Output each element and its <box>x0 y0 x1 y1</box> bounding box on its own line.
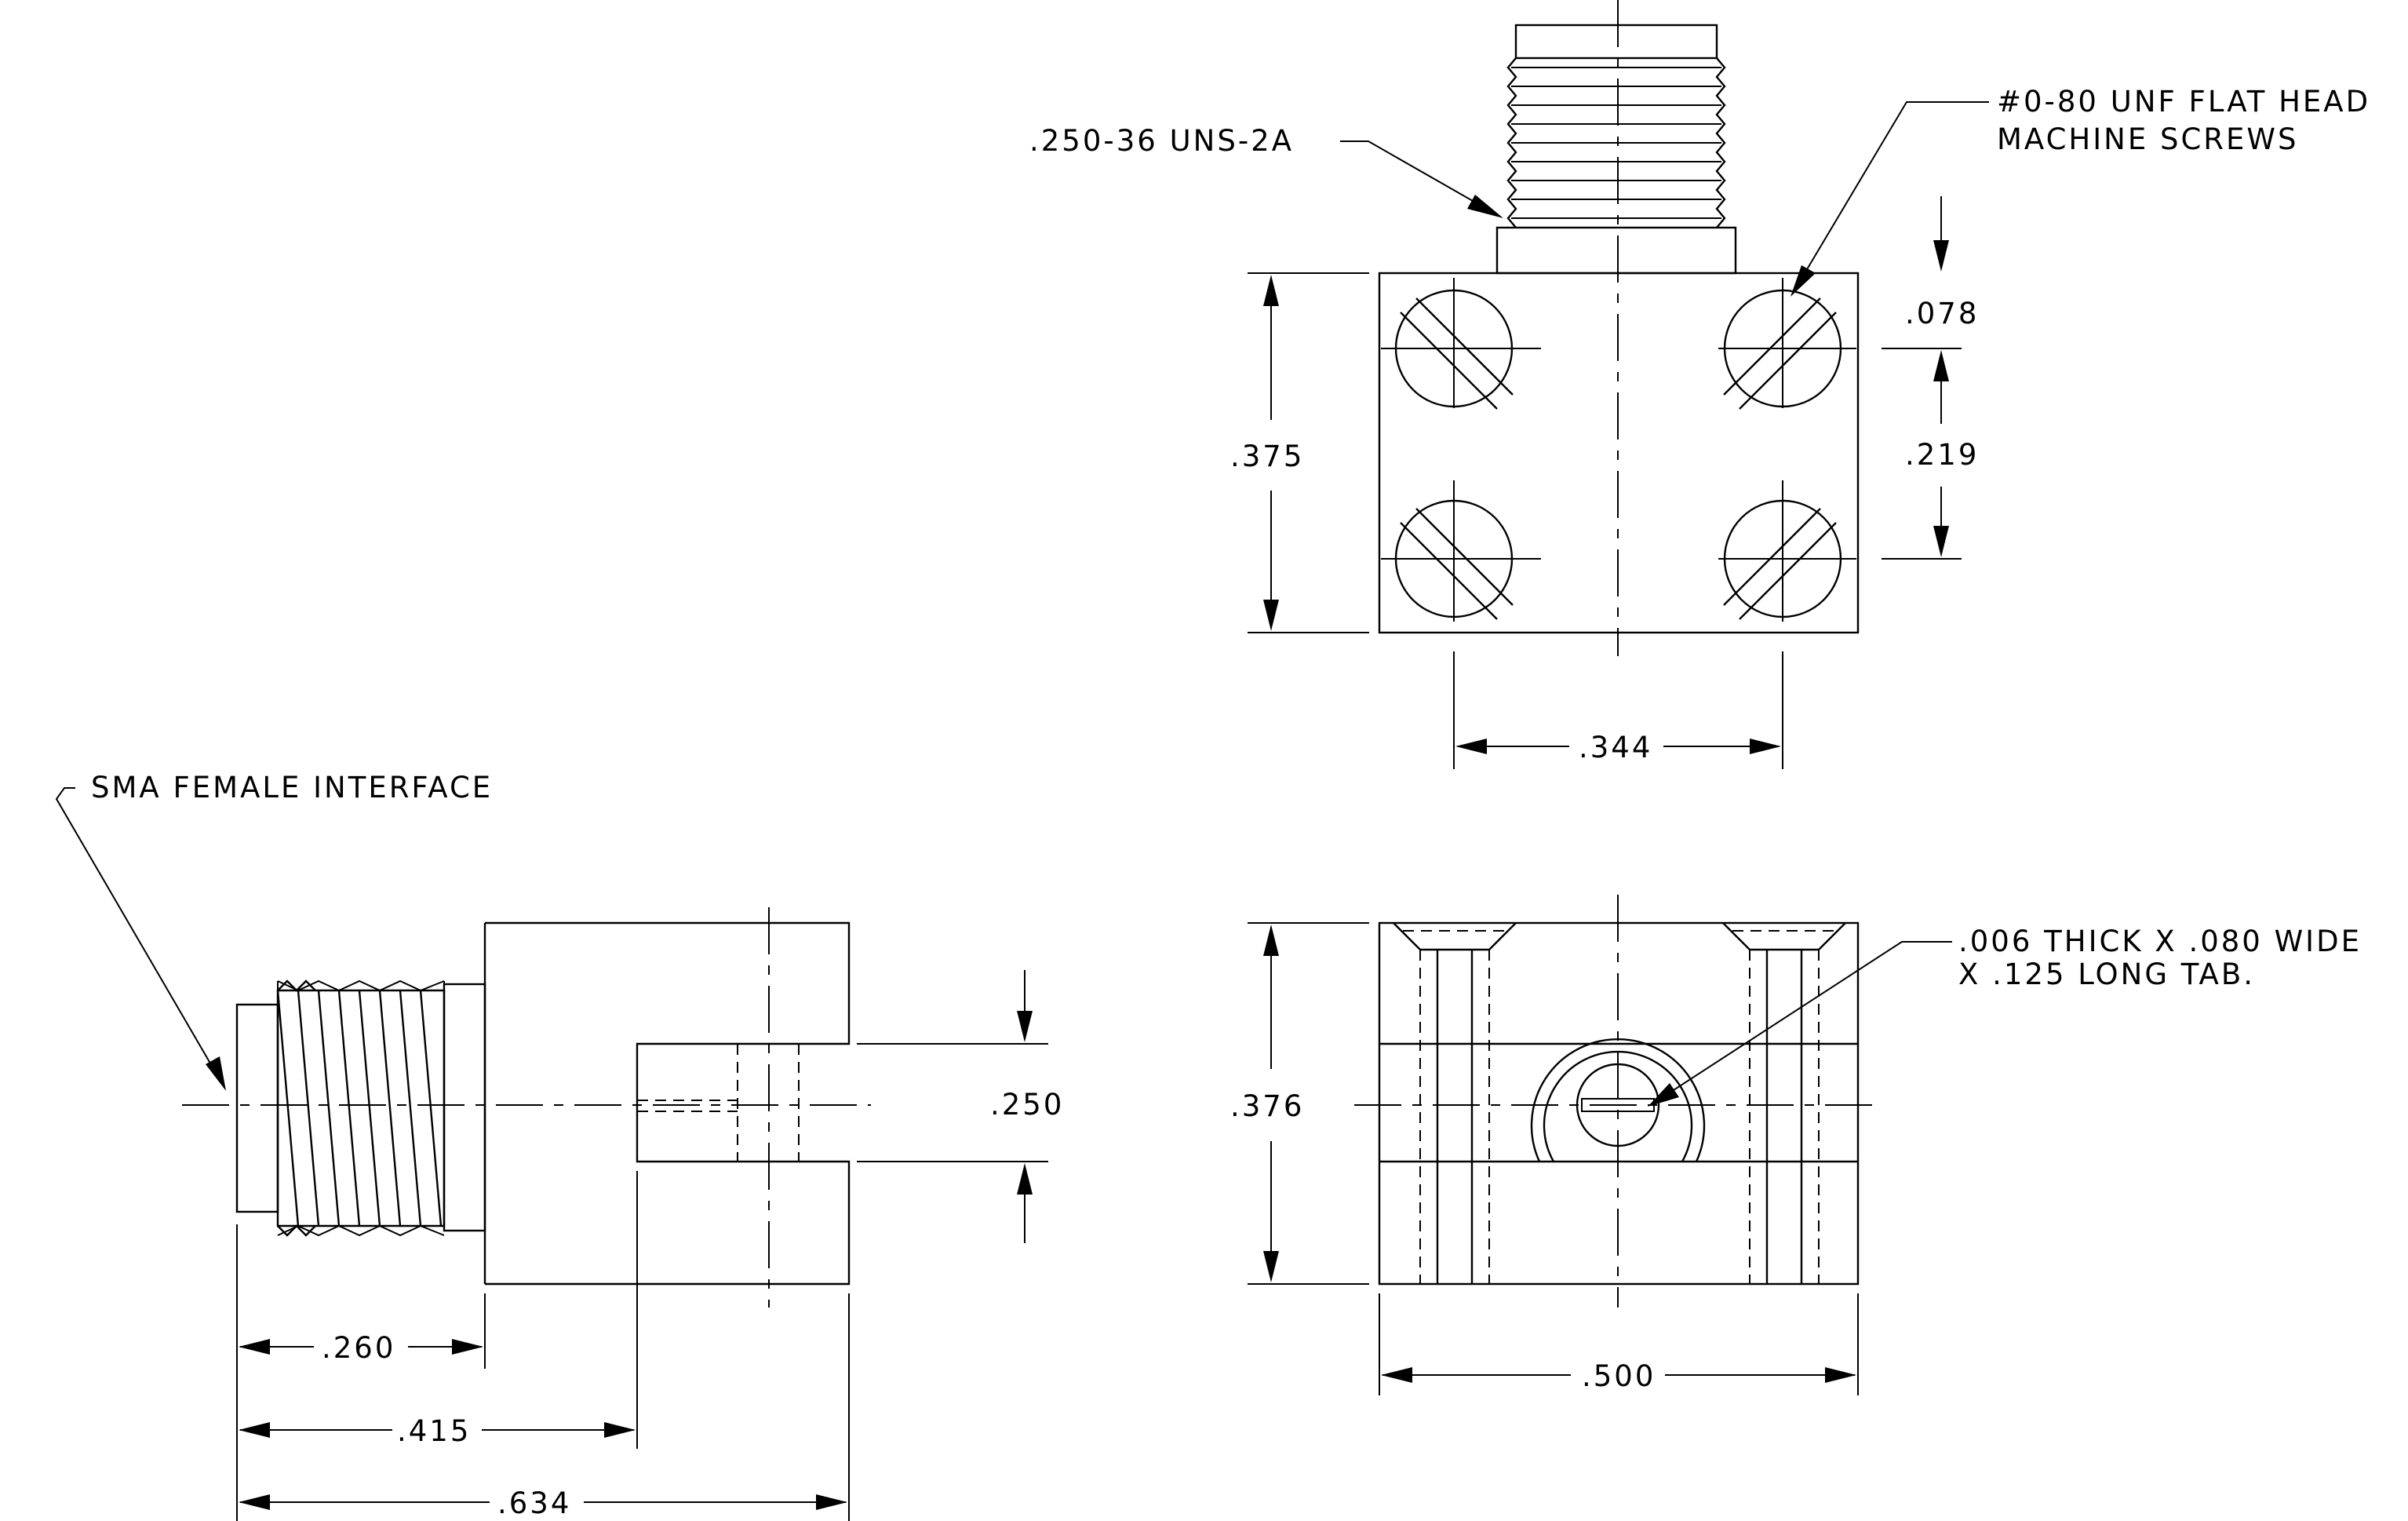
dim-text-top-spacing-h: .344 <box>1579 731 1652 764</box>
screw-top-right <box>1718 278 1856 410</box>
note-screws-line1: #0-80 UNF FLAT HEAD <box>1997 85 2370 119</box>
front-view <box>1354 895 1882 1308</box>
dim-front-height <box>1248 922 1369 1285</box>
dim-top-width <box>1453 651 1783 769</box>
dim-text-top-spacing-v: .219 <box>1905 438 1979 472</box>
note-tab-line2: X .125 LONG TAB. <box>1958 957 2255 991</box>
dim-text-top-offset: .078 <box>1905 297 1979 330</box>
leader-sma <box>55 787 226 1091</box>
leader-tab <box>1648 941 1952 1107</box>
dim-text-side-len-2: .415 <box>397 1414 471 1448</box>
leader-screws <box>1791 101 1989 297</box>
side-connector-face <box>235 1003 279 1213</box>
side-block <box>485 921 851 1286</box>
note-screws-line2: MACHINE SCREWS <box>1997 122 2298 156</box>
screw-top-left <box>1381 278 1541 410</box>
dim-side-lengths <box>236 1171 850 1521</box>
top-connector-threads <box>1495 24 1737 275</box>
side-connector-threads <box>276 979 446 1237</box>
top-view <box>1378 0 1860 656</box>
dim-text-front-width: .500 <box>1582 1359 1656 1393</box>
front-screw-right <box>1722 922 1846 1284</box>
screw-bottom-right <box>1718 480 1856 622</box>
side-view <box>182 907 871 1308</box>
dim-text-side-len-3: .634 <box>497 1486 571 1520</box>
side-connector-collar <box>443 983 486 1232</box>
note-thread: .250-36 UNS-2A <box>1029 124 1294 158</box>
dim-text-side-height: .250 <box>990 1088 1064 1122</box>
note-tab-line1: .006 THICK X .080 WIDE <box>1958 925 2362 958</box>
dim-text-top-height: .375 <box>1230 440 1304 473</box>
note-sma: SMA FEMALE INTERFACE <box>91 771 493 804</box>
dim-top-right <box>1882 196 1962 560</box>
dim-side-height <box>857 970 1048 1243</box>
dim-front-width <box>1379 1293 1859 1395</box>
screw-bottom-left <box>1381 480 1541 622</box>
dim-text-front-height: .376 <box>1230 1089 1304 1123</box>
front-screw-left <box>1393 922 1517 1284</box>
dim-text-side-len-1: .260 <box>322 1331 395 1365</box>
leader-thread <box>1340 140 1503 218</box>
dim-top-height <box>1248 272 1369 633</box>
